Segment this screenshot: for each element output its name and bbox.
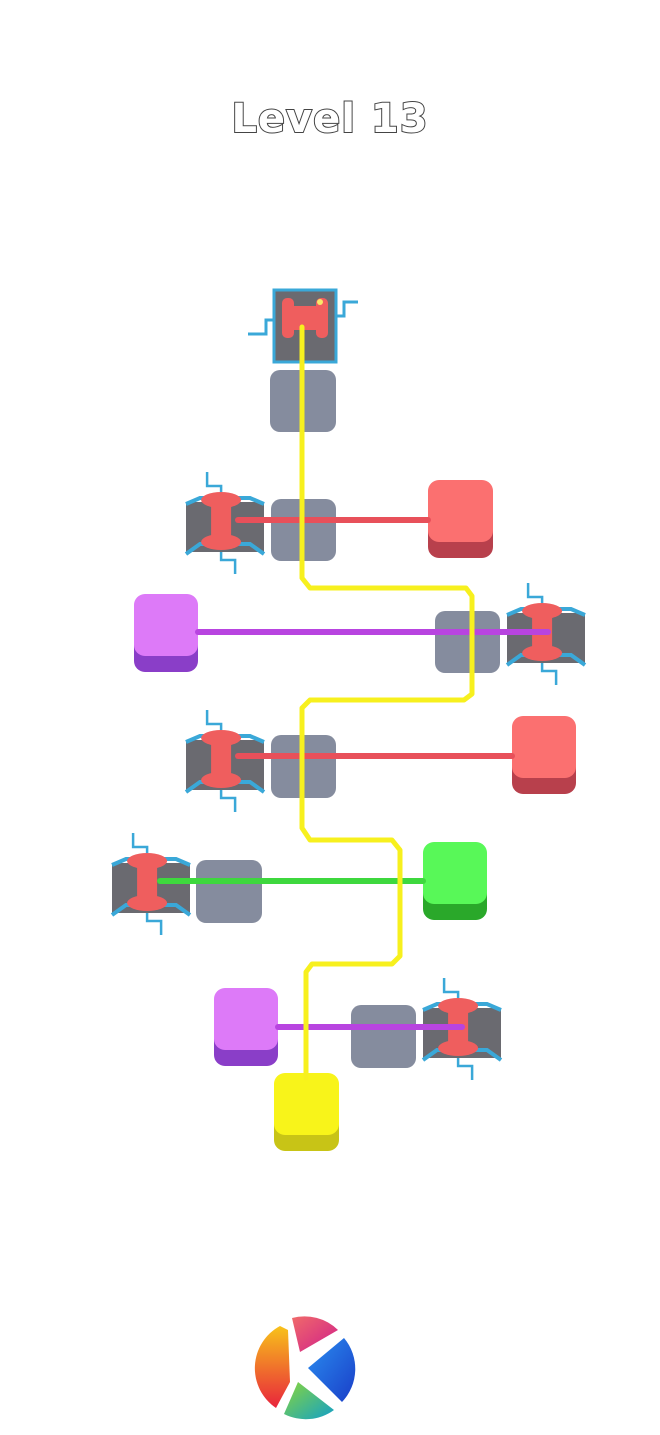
red-block[interactable] — [428, 480, 493, 558]
green-block[interactable] — [423, 842, 487, 920]
app-logo-icon[interactable] — [250, 1312, 358, 1420]
winch-spool[interactable] — [184, 710, 266, 812]
empty-slot[interactable] — [351, 1005, 416, 1068]
slots-layer — [196, 370, 500, 1068]
winch-spool[interactable] — [248, 288, 358, 364]
yellow-block[interactable] — [274, 1073, 339, 1151]
purple-block[interactable] — [214, 988, 278, 1066]
winches-layer — [110, 288, 587, 1080]
blocks-layer — [134, 480, 576, 1151]
yellow-rope[interactable] — [299, 324, 475, 1081]
ropes-layer — [157, 324, 551, 1081]
winch-spool[interactable] — [184, 472, 266, 574]
red-block[interactable] — [512, 716, 576, 794]
winch-spool[interactable] — [110, 833, 192, 935]
empty-slot[interactable] — [435, 611, 500, 673]
purple-block[interactable] — [134, 594, 198, 672]
level-title: Level 13 — [230, 95, 429, 143]
winch-spool[interactable] — [421, 978, 503, 1080]
empty-slot[interactable] — [196, 860, 262, 923]
